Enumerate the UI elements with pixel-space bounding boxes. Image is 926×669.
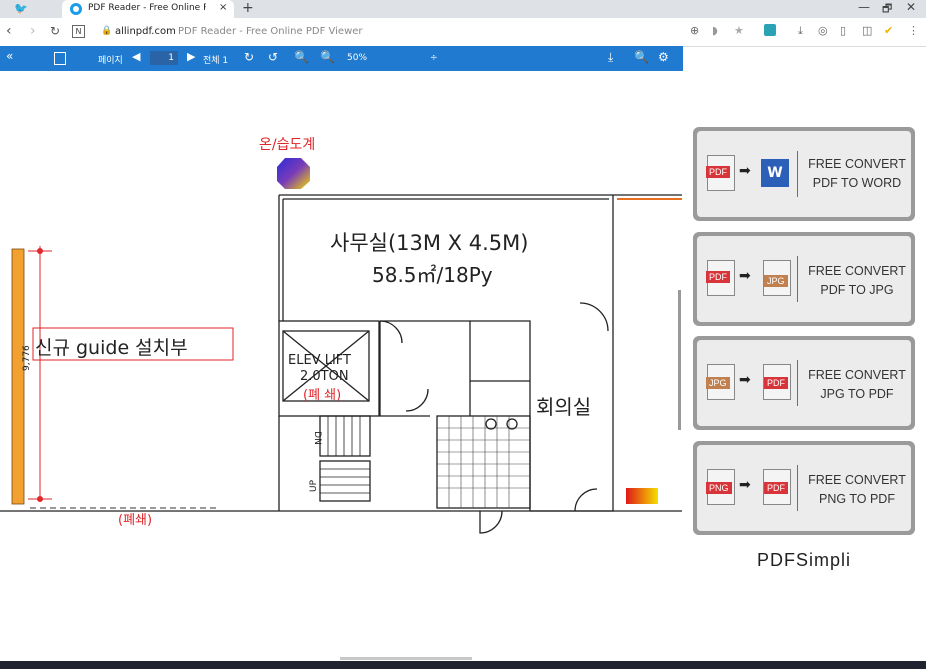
window-minimize-button[interactable]: — — [858, 0, 870, 14]
zoom-out-icon[interactable]: 🔍 — [294, 50, 309, 64]
closed-label-bottom: (폐쇄) — [118, 513, 153, 528]
zoom-dropdown-icon[interactable]: ÷ — [430, 53, 438, 63]
pdf-file-icon: PDF — [763, 364, 791, 400]
hygrometer-label: 온/습도계 — [259, 137, 316, 153]
ad-line2: PNG TO PDF — [819, 492, 895, 506]
office-label: 사무실(13M X 4.5M) — [330, 231, 529, 255]
arrow-right-icon: ➡ — [739, 477, 751, 493]
ad-brand-label[interactable]: PDFSimpli — [756, 550, 851, 570]
zoom-select[interactable]: 50% — [347, 53, 368, 63]
collapse-button[interactable]: « — [6, 49, 14, 63]
reader-mode-icon[interactable]: N — [72, 25, 85, 38]
closed-label-elevator: (폐 쇄) — [303, 388, 342, 403]
screenshot-icon[interactable]: ◎ — [818, 24, 828, 37]
url-host[interactable]: allinpdf.com — [115, 26, 176, 37]
window-restore-button[interactable]: 🗗 — [882, 2, 893, 15]
ad-pdf-to-jpg[interactable]: PDF ➡ JPG FREE CONVERT PDF TO JPG — [693, 232, 915, 326]
menu-icon[interactable]: ⋮ — [908, 24, 919, 37]
heat-indicator — [626, 488, 658, 504]
jpg-file-icon: JPG — [706, 364, 735, 400]
browser-tab-strip: 🐦 PDF Reader - Free Online PDF × + — 🗗 ✕ — [0, 0, 926, 18]
office-area-label: 58.5㎡/18Py — [372, 263, 493, 287]
pdf-file-icon: PDF — [706, 155, 735, 191]
ad-png-to-pdf[interactable]: PNG ➡ PDF FREE CONVERT PNG TO PDF — [693, 441, 915, 535]
check-extension-icon[interactable]: ✔ — [884, 24, 894, 37]
total-pages-label: 전체 1 — [203, 56, 229, 66]
tab-title: PDF Reader - Free Online PDF — [88, 3, 206, 13]
ad-line1: FREE CONVERT — [808, 473, 906, 487]
pdf-viewer-toolbar: « 페이지 ◀ 1 ▶ 전체 1 ↻ ↺ 🔍 🔍 50% ÷ ⤓ 🔍 ⚙ — [0, 46, 683, 71]
ad-jpg-to-pdf[interactable]: JPG ➡ PDF FREE CONVERT JPG TO PDF — [693, 336, 915, 430]
elevator-capacity-label: 2.0TON — [300, 369, 349, 384]
back-icon[interactable]: ‹ — [6, 23, 12, 39]
download-icon[interactable]: ⤓ — [798, 24, 803, 37]
sidebar-icon[interactable]: ◫ — [862, 24, 873, 37]
horizontal-scrollbar[interactable] — [340, 657, 472, 660]
ad-card: PNG ➡ PDF FREE CONVERT PNG TO PDF — [697, 445, 911, 531]
pdf-file-icon: PDF — [763, 469, 791, 505]
ad-card: JPG ➡ PDF FREE CONVERT JPG TO PDF — [697, 340, 911, 426]
new-tab-button[interactable]: + — [242, 0, 254, 16]
ad-separator — [797, 360, 798, 406]
arrow-right-icon: ➡ — [739, 372, 751, 388]
forward-icon[interactable]: › — [30, 23, 36, 39]
ad-separator — [797, 256, 798, 302]
hygrometer-icon — [277, 158, 310, 189]
word-icon: W — [761, 159, 789, 187]
bird-logo-icon: 🐦 — [14, 2, 28, 15]
meeting-room-label: 회의실 — [536, 395, 592, 419]
up-stair-label: UP — [309, 479, 320, 493]
os-taskbar — [0, 661, 926, 669]
bookmark-star-icon[interactable]: ★ — [734, 24, 744, 37]
prev-page-icon[interactable]: ◀ — [132, 50, 141, 63]
ad-line1: FREE CONVERT — [808, 264, 906, 278]
dimension-label: 9,776 — [22, 345, 32, 371]
zoom-in-icon[interactable]: 🔍 — [320, 50, 335, 64]
settings-gear-icon[interactable]: ⚙ — [658, 50, 669, 64]
down-stair-label: DN — [311, 431, 322, 445]
ad-line1: FREE CONVERT — [808, 157, 906, 171]
pdf-vertical-scrollbar[interactable] — [678, 290, 681, 430]
sidebar-toggle-icon[interactable] — [54, 52, 66, 65]
ad-line2: PDF TO JPG — [820, 283, 894, 297]
url-page-title[interactable]: PDF Reader - Free Online PDF Viewer — [178, 26, 363, 37]
pdf-page-canvas[interactable]: 온/습도계 사무실(13M X 4.5M) 58.5㎡/18Py 신규 guid… — [0, 71, 683, 621]
browser-tab[interactable]: PDF Reader - Free Online PDF × — [62, 0, 234, 18]
ad-line2: PDF TO WORD — [812, 176, 902, 190]
ad-separator — [797, 151, 798, 197]
rotate-clockwise-icon[interactable]: ↻ — [244, 50, 255, 64]
ad-card: PDF ➡ W FREE CONVERT PDF TO WORD — [697, 131, 911, 217]
extension-icon[interactable] — [764, 24, 776, 36]
browser-navbar: ‹ › ↻ N 🔒 allinpdf.com PDF Reader - Free… — [0, 18, 926, 47]
tab-close-icon[interactable]: × — [219, 2, 228, 13]
guide-pipe — [11, 248, 25, 505]
page-number-input[interactable]: 1 — [150, 51, 178, 65]
zoom-icon[interactable]: ⊕ — [690, 24, 700, 37]
lock-icon: 🔒 — [101, 26, 113, 36]
shield-extension-icon[interactable]: ◗ — [712, 24, 718, 37]
ad-card: PDF ➡ JPG FREE CONVERT PDF TO JPG — [697, 236, 911, 322]
ad-line2: JPG TO PDF — [820, 387, 894, 401]
elevator-label: ELEV LIFT — [288, 353, 351, 368]
arrow-right-icon: ➡ — [739, 163, 751, 179]
allinpdf-favicon-icon — [70, 3, 82, 15]
png-file-icon: PNG — [706, 469, 735, 505]
arrow-right-icon: ➡ — [739, 268, 751, 284]
reading-list-icon[interactable]: ▯ — [840, 24, 847, 37]
pdf-file-icon: PDF — [706, 260, 735, 296]
ad-separator — [797, 465, 798, 511]
search-icon[interactable]: 🔍 — [634, 50, 649, 64]
ad-pdf-to-word[interactable]: PDF ➡ W FREE CONVERT PDF TO WORD — [693, 127, 915, 221]
new-guide-label: 신규 guide 설치부 — [35, 337, 188, 359]
next-page-icon[interactable]: ▶ — [187, 50, 196, 63]
floor-plan-drawing — [0, 158, 682, 534]
download-pdf-icon[interactable]: ⤓ — [608, 50, 614, 64]
ad-line1: FREE CONVERT — [808, 368, 906, 382]
reload-icon[interactable]: ↻ — [50, 24, 61, 38]
page-label: 페이지 — [98, 56, 123, 66]
window-close-button[interactable]: ✕ — [906, 0, 917, 14]
jpg-file-icon: JPG — [763, 260, 791, 296]
rotate-counterclockwise-icon[interactable]: ↺ — [268, 50, 279, 64]
